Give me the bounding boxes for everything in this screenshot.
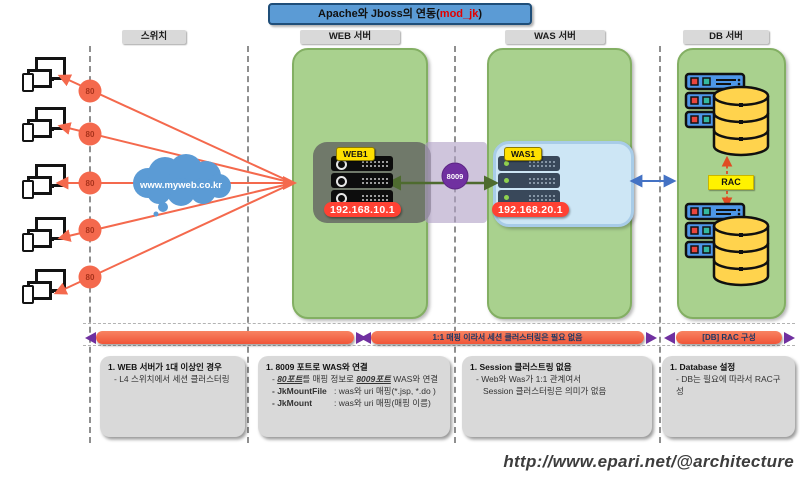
- range-arrowhead: [664, 331, 675, 344]
- rac-label: RAC: [708, 175, 754, 190]
- note-box-web: 1. 8009 포트로 WAS와 연결 - 80포트를 매핑 정보로 8009포…: [258, 356, 450, 437]
- led-icon: [504, 161, 509, 166]
- phone-icon: [22, 73, 34, 92]
- power-knob-icon: [336, 176, 347, 187]
- note-title: 1. Database 설정: [670, 362, 736, 372]
- range-arrowhead: [360, 331, 371, 344]
- column-divider: [659, 46, 661, 443]
- directive-name: - JkMountFile: [272, 385, 327, 396]
- port-emphasis: 80포트: [277, 373, 303, 384]
- range-arrowhead: [85, 331, 96, 344]
- rack-unit: [498, 190, 560, 205]
- phone-icon: [22, 180, 34, 199]
- client-devices-icon: [22, 56, 66, 98]
- rack-unit: [331, 173, 393, 188]
- note-line: - JkMountFile : was와 uri 매핑(*.jsp, *.do ): [266, 386, 442, 398]
- note-box-switch: 1. WEB 서버가 1대 이상인 경우 - L4 스위치에서 세션 클러스터링: [100, 356, 245, 437]
- note-line: - 80포트를 매핑 정보로 8009포트 WAS와 연결: [266, 374, 442, 386]
- column-header-db: DB 서버: [683, 30, 769, 44]
- range-arrowhead: [784, 331, 795, 344]
- phone-icon: [22, 233, 34, 252]
- port-emphasis: 8009포트: [356, 373, 391, 384]
- web-server-icon: [331, 156, 393, 207]
- column-header-was: WAS 서버: [505, 30, 605, 44]
- client-request-lines: [53, 74, 294, 295]
- was-server-ip-tag: 192.168.20.1: [492, 202, 569, 217]
- db-server-icon: [684, 72, 770, 157]
- cloud-url-label: www.myweb.co.kr: [139, 180, 222, 191]
- column-divider: [454, 46, 456, 443]
- column-divider: [89, 46, 91, 443]
- was-server-icon: [498, 156, 560, 207]
- vent-dots: [528, 194, 555, 202]
- note-text: : was와 uri 매핑(*.jsp, *.do ): [334, 385, 436, 396]
- note-text: : was와 uri 매핑(매핑 이름): [334, 397, 431, 408]
- footer-url: http://www.epari.net/@architecture: [503, 452, 794, 471]
- vent-dots: [361, 160, 388, 168]
- note-line: - Web와 Was가 1:1 관계여서: [476, 373, 582, 384]
- note-text: WAS와 연결: [390, 373, 439, 384]
- column-header-switch: 스위치: [122, 30, 186, 44]
- was-range-bar: 1:1 매핑 이라서 세션 클러스터링은 필요 없음: [371, 331, 644, 344]
- directive-name: - JkMount: [272, 397, 313, 408]
- note-text: -: [272, 373, 278, 384]
- db-server-icon: [684, 202, 770, 287]
- vent-dots: [528, 177, 555, 185]
- column-divider: [247, 46, 249, 443]
- web-server-name-tag: WEB1: [336, 147, 375, 161]
- db-range-bar: [DB] RAC 구성: [676, 331, 782, 344]
- note-line: Session 클러스터링은 의미가 없음: [483, 385, 607, 396]
- note-text: 를 매핑 정보로: [302, 373, 357, 384]
- note-title: 1. 8009 포트로 WAS와 연결: [266, 362, 368, 372]
- web-server-ip-tag: 192.168.10.1: [324, 202, 401, 217]
- note-line: - L4 스위치에서 세션 클러스터링: [114, 373, 230, 384]
- page-title: Apache와 Jboss의 연동(mod_jk): [268, 3, 532, 25]
- switch-range-bar: [96, 331, 354, 344]
- modjk-connector-band: [425, 142, 487, 223]
- phone-icon: [22, 123, 34, 142]
- title-highlight: mod_jk: [439, 8, 479, 20]
- rack-unit: [498, 173, 560, 188]
- vent-dots: [361, 194, 388, 202]
- range-arrowhead: [646, 331, 657, 344]
- was-server-name-tag: WAS1: [504, 147, 543, 161]
- note-title: 1. WEB 서버가 1대 이상인 경우: [108, 362, 222, 372]
- client-devices-icon: [22, 163, 66, 205]
- title-suffix: ): [478, 8, 482, 20]
- dashed-rail: [83, 323, 795, 324]
- note-box-db: 1. Database 설정 - DB는 필요에 따라서 RAC구성: [662, 356, 795, 437]
- client-devices-icon: [22, 216, 66, 258]
- led-icon: [504, 178, 509, 183]
- note-line: - JkMount : was와 uri 매핑(매핑 이름): [266, 398, 442, 410]
- dashed-rail: [83, 345, 795, 346]
- vent-dots: [528, 160, 555, 168]
- phone-icon: [22, 285, 34, 304]
- note-box-was: 1. Session 클러스트링 없음 - Web와 Was가 1:1 관계여서…: [462, 356, 652, 437]
- client-devices-icon: [22, 268, 66, 310]
- database-cylinder-icon: [712, 215, 770, 287]
- led-icon: [504, 195, 509, 200]
- column-header-web: WEB 서버: [300, 30, 400, 44]
- note-line: - DB는 필요에 따라서 RAC구성: [676, 373, 781, 396]
- client-devices-icon: [22, 106, 66, 148]
- title-text: Apache와 Jboss의 연동(: [318, 8, 440, 20]
- database-cylinder-icon: [712, 85, 770, 157]
- vent-dots: [361, 177, 388, 185]
- internet-cloud-icon: [133, 154, 231, 217]
- note-title: 1. Session 클러스트링 없음: [470, 362, 572, 372]
